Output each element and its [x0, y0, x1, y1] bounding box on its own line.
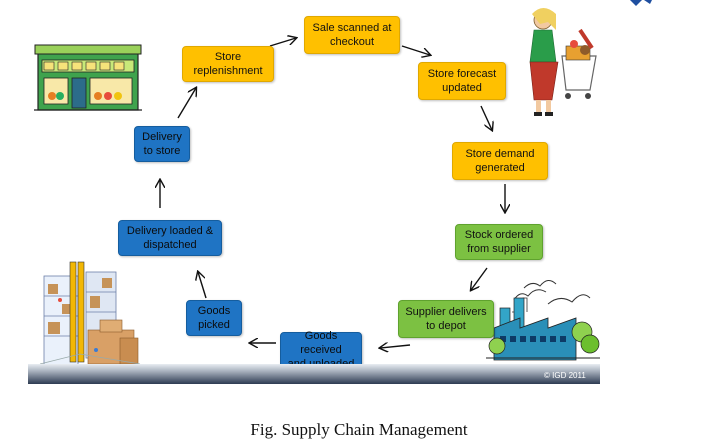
node-label-line: Goods received: [300, 330, 342, 356]
node-stock-ordered: Stock ordered from supplier: [455, 224, 543, 260]
arrow-stock-to-supplier: [471, 267, 488, 290]
node-delivery-to-store: Delivery to store: [134, 126, 190, 162]
copyright-notice: © IGD 2011: [544, 371, 586, 380]
node-store-demand: Store demand generated: [452, 142, 548, 180]
shopper-illustration: [529, 0, 652, 116]
node-label-line: Store: [214, 51, 242, 63]
node-label-line: checkout: [329, 36, 374, 48]
node-label-line: Goods: [197, 305, 231, 317]
storefront-illustration: [34, 44, 142, 111]
node-store-replenishment: Store replenishment: [182, 46, 274, 82]
node-label-line: replenishment: [193, 65, 263, 77]
node-label-line: Sale scanned at: [312, 22, 392, 34]
node-label-line: from supplier: [467, 243, 531, 255]
warehouse-illustration: [39, 261, 141, 367]
node-delivery-loaded: Delivery loaded & dispatched: [118, 220, 222, 256]
node-goods-received: Goods receivedand unloaded: [280, 330, 362, 370]
node-supplier-delivers: Supplier delivers to depot: [398, 300, 494, 338]
node-label-line: dispatched: [143, 239, 197, 251]
node-label-line: to depot: [426, 320, 466, 332]
arrow-delivery-to-replenish: [177, 88, 196, 119]
figure-caption: Fig. Supply Chain Management: [250, 420, 468, 439]
node-label-line: Supplier delivers: [405, 306, 487, 318]
node-label-line: to store: [143, 145, 181, 157]
node-label-line: updated: [442, 82, 482, 94]
node-label-line: generated: [475, 162, 525, 174]
arrow-supplier-to-received: [380, 345, 411, 348]
arrow-forecast-to-demand: [480, 105, 492, 130]
node-sale-scanned: Sale scanned at checkout: [304, 16, 400, 54]
arrow-replenish-to-sale: [269, 38, 296, 47]
arrow-sale-to-forecast: [401, 45, 430, 55]
node-label-line: Delivery loaded &: [126, 225, 214, 237]
node-label-line: Stock ordered: [464, 229, 534, 241]
node-label-line: Delivery: [142, 131, 182, 143]
arrow-picked-to-loaded: [198, 272, 207, 299]
node-label-line: Store demand: [465, 148, 535, 160]
bottom-band: [28, 364, 600, 384]
node-goods-picked: Goods picked: [186, 300, 242, 336]
node-label-line: Store forecast: [427, 68, 497, 80]
node-label-line: picked: [198, 319, 230, 331]
node-store-forecast: Store forecast updated: [418, 62, 506, 100]
factory-illustration: [486, 280, 600, 361]
